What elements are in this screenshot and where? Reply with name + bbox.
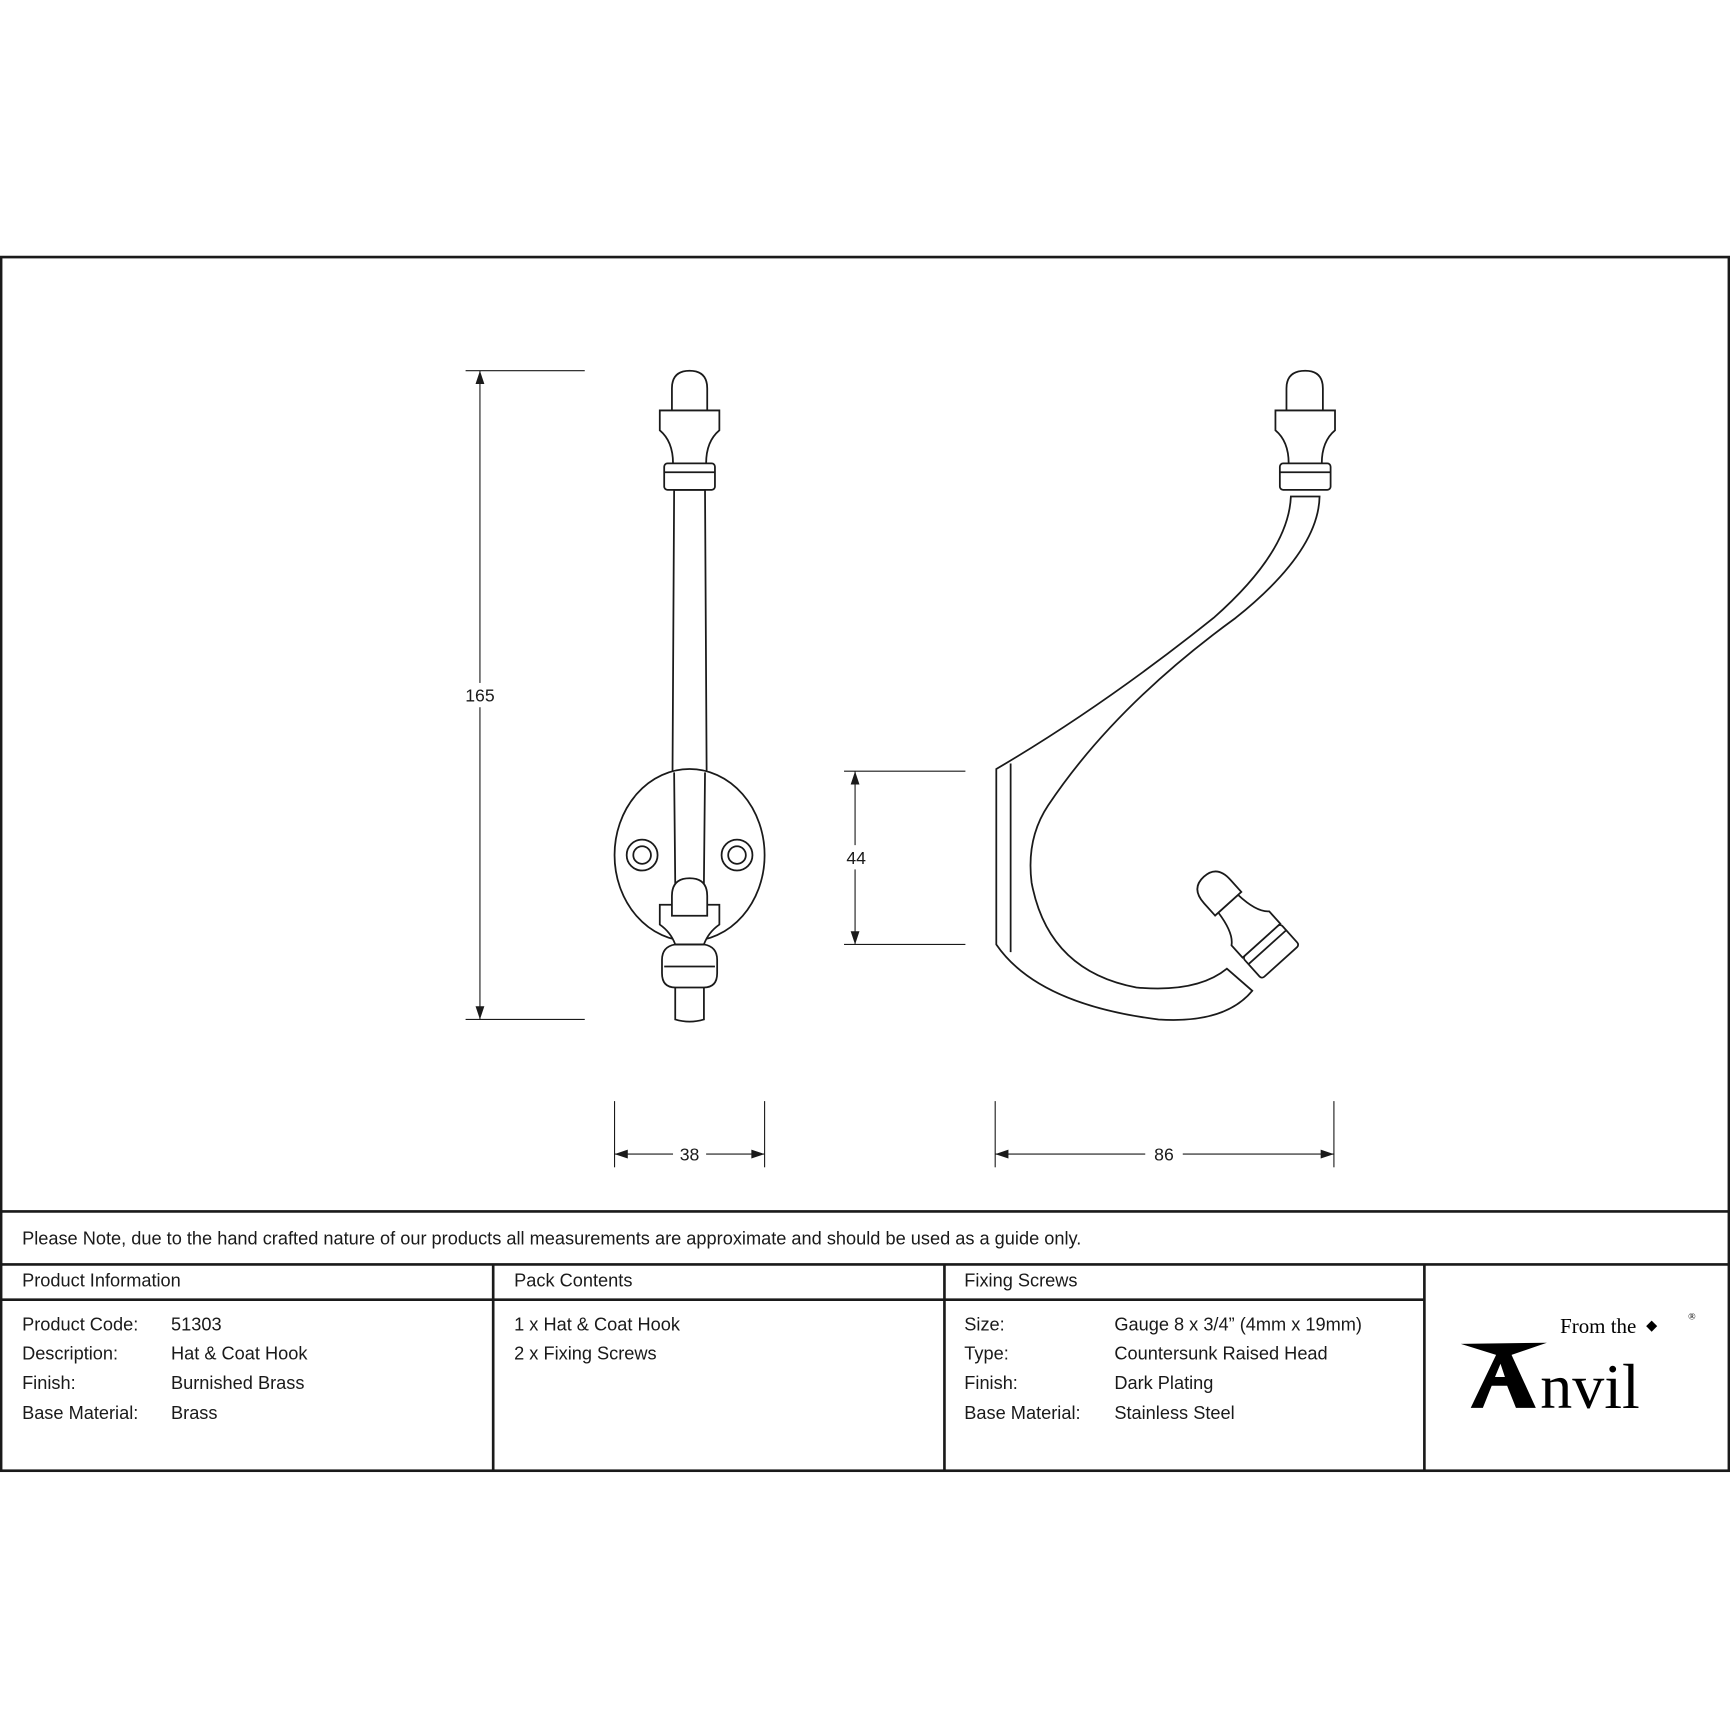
field-label: Product Code: [22,1315,138,1335]
section-title: Pack Contents [514,1270,632,1290]
field-value: Brass [171,1403,217,1423]
section-title: Product Information [22,1270,181,1290]
dimension-base-height: 44 [840,770,966,945]
field-label: Finish: [22,1373,76,1393]
disclaimer-note: Please Note, due to the hand crafted nat… [22,1229,1081,1249]
fixing-screws-section: Fixing Screws Size: Gauge 8 x 3/4” (4mm … [964,1270,1362,1422]
field-value: Dark Plating [1114,1373,1213,1393]
front-view-drawing [613,369,766,1023]
field-value: Gauge 8 x 3/4” (4mm x 19mm) [1114,1315,1362,1335]
field-value: Hat & Coat Hook [171,1343,308,1363]
sheet-frame [0,255,1730,1473]
product-information-section: Product Information Product Code: 51303 … [22,1270,308,1422]
logo-small-text: From the [1560,1314,1636,1338]
dimension-label-165: 165 [465,686,495,706]
side-view-drawing [995,369,1336,1021]
section-title: Fixing Screws [964,1270,1077,1290]
field-value: Countersunk Raised Head [1114,1343,1327,1363]
field-label: Base Material: [22,1403,138,1423]
list-item: 2 x Fixing Screws [514,1343,657,1363]
field-label: Size: [964,1315,1004,1335]
field-label: Finish: [964,1373,1018,1393]
diamond-icon [1646,1320,1658,1332]
dimension-front-width: 38 [613,1101,766,1168]
anvil-a-icon [1460,1342,1547,1408]
registered-mark: ® [1688,1312,1696,1323]
dimension-height: 165 [461,370,585,1021]
logo-large-text: nvil [1540,1351,1640,1422]
list-item: 1 x Hat & Coat Hook [514,1315,681,1335]
field-label: Base Material: [964,1403,1080,1423]
dimension-label-38: 38 [680,1145,700,1165]
from-the-anvil-logo: From the nvil ® [1460,1312,1696,1422]
field-label: Description: [22,1343,118,1363]
pack-contents-section: Pack Contents 1 x Hat & Coat Hook 2 x Fi… [514,1270,681,1363]
dimension-projection: 86 [994,1101,1335,1168]
field-value: Burnished Brass [171,1373,304,1393]
field-label: Type: [964,1343,1008,1363]
dimension-label-44: 44 [846,848,866,868]
dimension-label-86: 86 [1154,1145,1174,1165]
field-value: Stainless Steel [1114,1403,1234,1423]
field-value: 51303 [171,1315,222,1335]
